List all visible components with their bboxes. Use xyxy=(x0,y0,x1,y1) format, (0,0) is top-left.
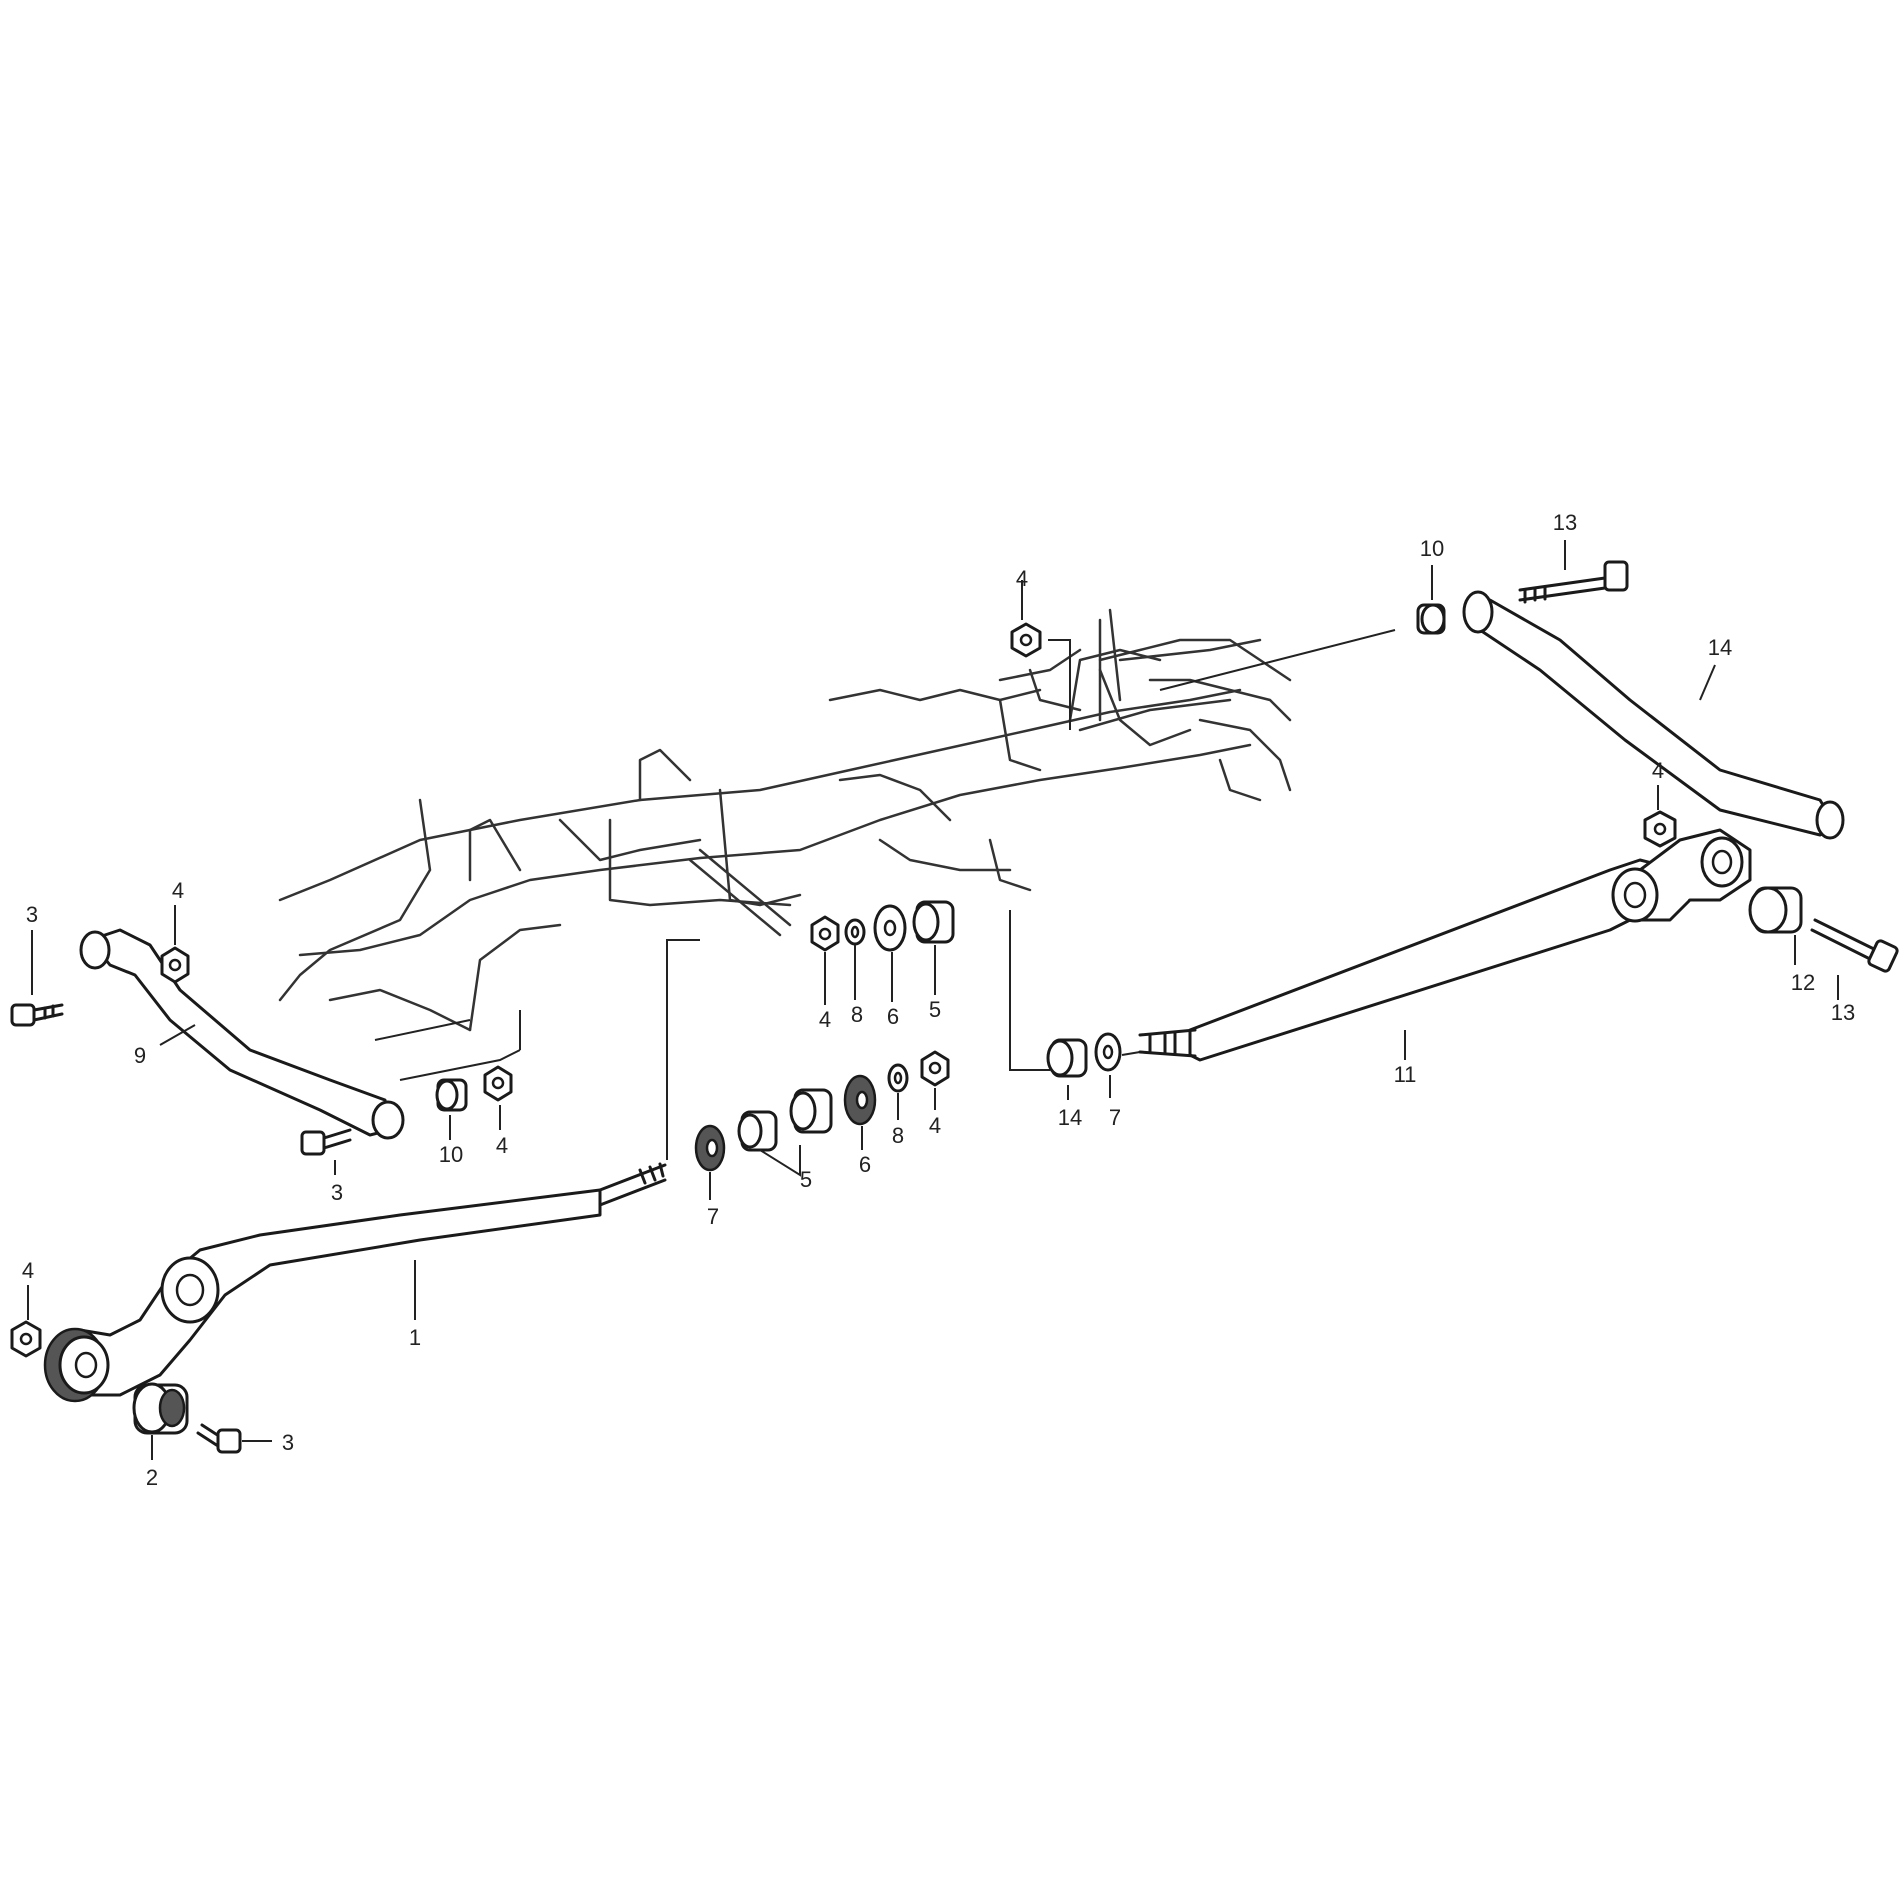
callout-leaders xyxy=(27,540,1839,1460)
part-3-bolt-left xyxy=(10,1003,64,1027)
part-3-bolt-mid xyxy=(300,1128,352,1156)
callout-14-top: 14 xyxy=(1708,635,1732,660)
part-13-bolt-right xyxy=(1810,918,1899,973)
chassis-frame xyxy=(278,608,1292,1032)
part-4-nut-right xyxy=(1643,810,1677,848)
callout-10-left: 10 xyxy=(439,1142,463,1167)
callout-13-right: 13 xyxy=(1831,1000,1855,1025)
part-13-bolt-top xyxy=(1518,560,1629,604)
callout-10-top: 10 xyxy=(1420,536,1444,561)
part-10-bushing-left xyxy=(435,1078,468,1112)
part-5-bushing-b1 xyxy=(737,1110,778,1152)
callout-5-b: 5 xyxy=(800,1167,812,1192)
part-4-nut-b xyxy=(920,1050,950,1087)
callout-5-a: 5 xyxy=(929,997,941,1022)
callout-9: 9 xyxy=(134,1043,146,1068)
part-4-nut-left2 xyxy=(483,1065,513,1102)
part-11-lower-arm-right xyxy=(1138,828,1752,1062)
part-7-washer-mid xyxy=(1094,1032,1122,1072)
callout-4-right: 4 xyxy=(1652,758,1664,783)
callout-4-bottom: 4 xyxy=(22,1258,34,1283)
part-6-washer-a xyxy=(873,904,907,952)
callout-1: 1 xyxy=(409,1325,421,1350)
callout-11: 11 xyxy=(1394,1062,1417,1087)
callout-3-bottom: 3 xyxy=(282,1430,294,1455)
part-12-bushing xyxy=(1748,886,1803,934)
guide-lines xyxy=(374,629,1396,1160)
part-4-nut-a xyxy=(810,915,840,952)
part-10-bushing-top xyxy=(1416,603,1446,635)
part-4-nut-bottom xyxy=(10,1320,42,1358)
part-8-washer-b xyxy=(887,1063,909,1093)
callout-3-mid: 3 xyxy=(331,1180,343,1205)
callout-4-b: 4 xyxy=(929,1113,941,1138)
callout-6-a: 6 xyxy=(887,1004,899,1029)
callout-7-b: 7 xyxy=(707,1204,719,1229)
callout-6-b: 6 xyxy=(859,1152,871,1177)
callout-4-left: 4 xyxy=(172,878,184,903)
part-5-bushing-a xyxy=(912,900,955,944)
part-1-lower-arm-left xyxy=(43,1162,667,1403)
part-group-lower-hardware xyxy=(694,1050,950,1172)
callout-4-left2: 4 xyxy=(496,1133,508,1158)
callout-14-mid: 14 xyxy=(1058,1105,1082,1130)
part-5-bushing-b2 xyxy=(789,1088,833,1134)
part-4-nut-top xyxy=(1010,622,1042,658)
callout-12: 12 xyxy=(1791,970,1815,995)
part-14-upper-link xyxy=(1462,590,1845,840)
part-4-nut-left xyxy=(160,946,190,984)
part-group-upper-hardware xyxy=(810,900,955,952)
callout-2: 2 xyxy=(146,1465,158,1490)
part-2-bushing xyxy=(132,1382,189,1435)
part-7-washer-b xyxy=(694,1124,726,1172)
callout-8-b: 8 xyxy=(892,1123,904,1148)
callout-4-a: 4 xyxy=(819,1007,831,1032)
part-6-washer-b xyxy=(843,1074,877,1126)
part-3-bolt-bottom xyxy=(196,1423,242,1454)
callout-8-a: 8 xyxy=(851,1002,863,1027)
callout-numbers: 13 10 4 14 4 12 13 11 14 7 4 8 6 5 4 8 6… xyxy=(22,510,1855,1490)
part-9-upper-link-left xyxy=(79,928,405,1140)
callout-7-mid: 7 xyxy=(1109,1105,1121,1130)
callout-4-top: 4 xyxy=(1016,566,1028,591)
part-14-bushing-mid xyxy=(1046,1038,1088,1078)
callout-3-left: 3 xyxy=(26,902,38,927)
part-8-washer-a xyxy=(844,918,866,946)
callout-13-top: 13 xyxy=(1553,510,1577,535)
